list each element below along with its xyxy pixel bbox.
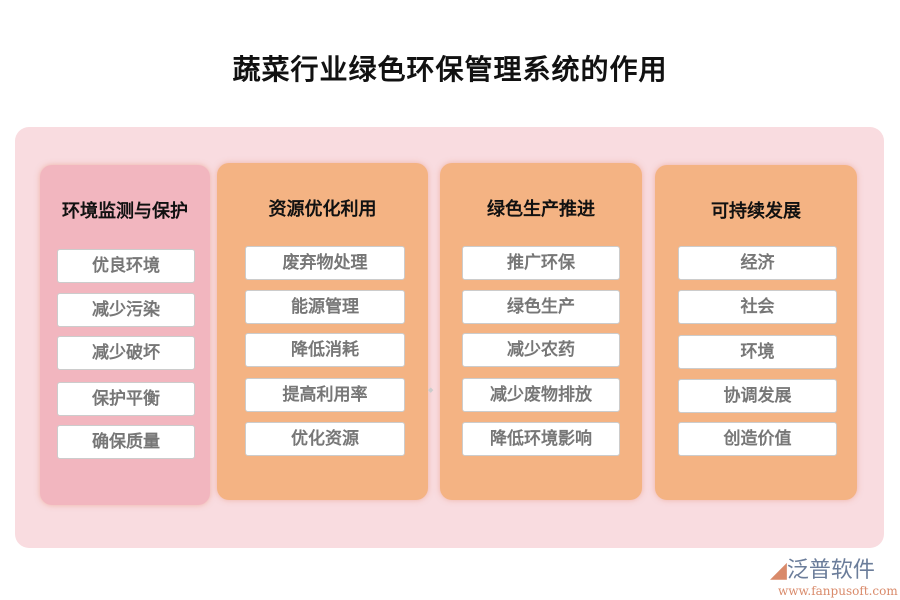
item-box: 创造价值 [678,422,837,456]
item-box: 降低消耗 [245,333,405,367]
logo-name: 泛普软件 [786,558,875,583]
column-2: 资源优化利用废弃物处理能源管理降低消耗提高利用率优化资源 [217,163,428,500]
item-box: 环境 [678,335,837,369]
item-box: 减少破坏 [57,336,195,370]
item-box: 减少农药 [462,333,620,367]
item-box: 确保质量 [57,425,195,459]
column-4: 可持续发展经济社会环境协调发展创造价值 [655,165,857,500]
logo-icon: ◢ [770,558,787,583]
column-heading: 绿色生产推进 [487,199,595,220]
item-box: 社会 [678,290,837,324]
item-box: 减少污染 [57,293,195,327]
item-box: 能源管理 [245,290,405,324]
item-box: 绿色生产 [462,290,620,324]
item-box: 优化资源 [245,422,405,456]
item-box: 保护平衡 [57,382,195,416]
item-box: 减少废物排放 [462,378,620,412]
brand-logo: ◢泛普软件 www.fanpusoft.com [770,552,898,598]
watermark-logo: ◆ [428,386,434,394]
column-3: 绿色生产推进推广环保绿色生产减少农药减少废物排放降低环境影响 [440,163,642,500]
logo-url: www.fanpusoft.com [778,584,898,598]
column-heading: 环境监测与保护 [62,201,188,222]
column-heading: 资源优化利用 [268,199,377,220]
item-box: 优良环境 [57,249,195,283]
item-box: 推广环保 [462,246,620,280]
column-1: 环境监测与保护优良环境减少污染减少破坏保护平衡确保质量 [40,165,210,505]
item-box: 提高利用率 [245,378,405,412]
item-box: 废弃物处理 [245,246,405,280]
item-box: 降低环境影响 [462,422,620,456]
item-box: 经济 [678,246,837,280]
column-heading: 可持续发展 [711,201,801,222]
item-box: 协调发展 [678,379,837,413]
page-title: 蔬菜行业绿色环保管理系统的作用 [232,53,668,86]
